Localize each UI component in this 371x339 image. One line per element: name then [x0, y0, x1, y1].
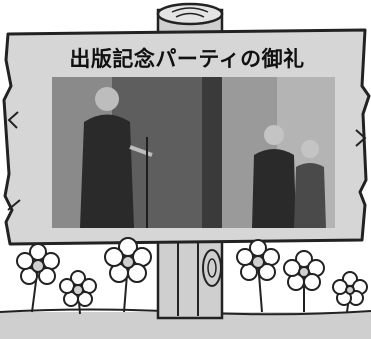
- flower-garden: [16, 237, 368, 315]
- flower-icon: [59, 270, 97, 315]
- flower-icon: [283, 250, 325, 312]
- event-photo: [52, 77, 335, 228]
- flower-icon: [332, 271, 368, 313]
- flower-icon: [236, 239, 280, 313]
- flower-icon: [104, 237, 152, 313]
- flower-icon: [16, 243, 60, 313]
- sign-title: 出版記念パーティの御礼: [69, 47, 305, 71]
